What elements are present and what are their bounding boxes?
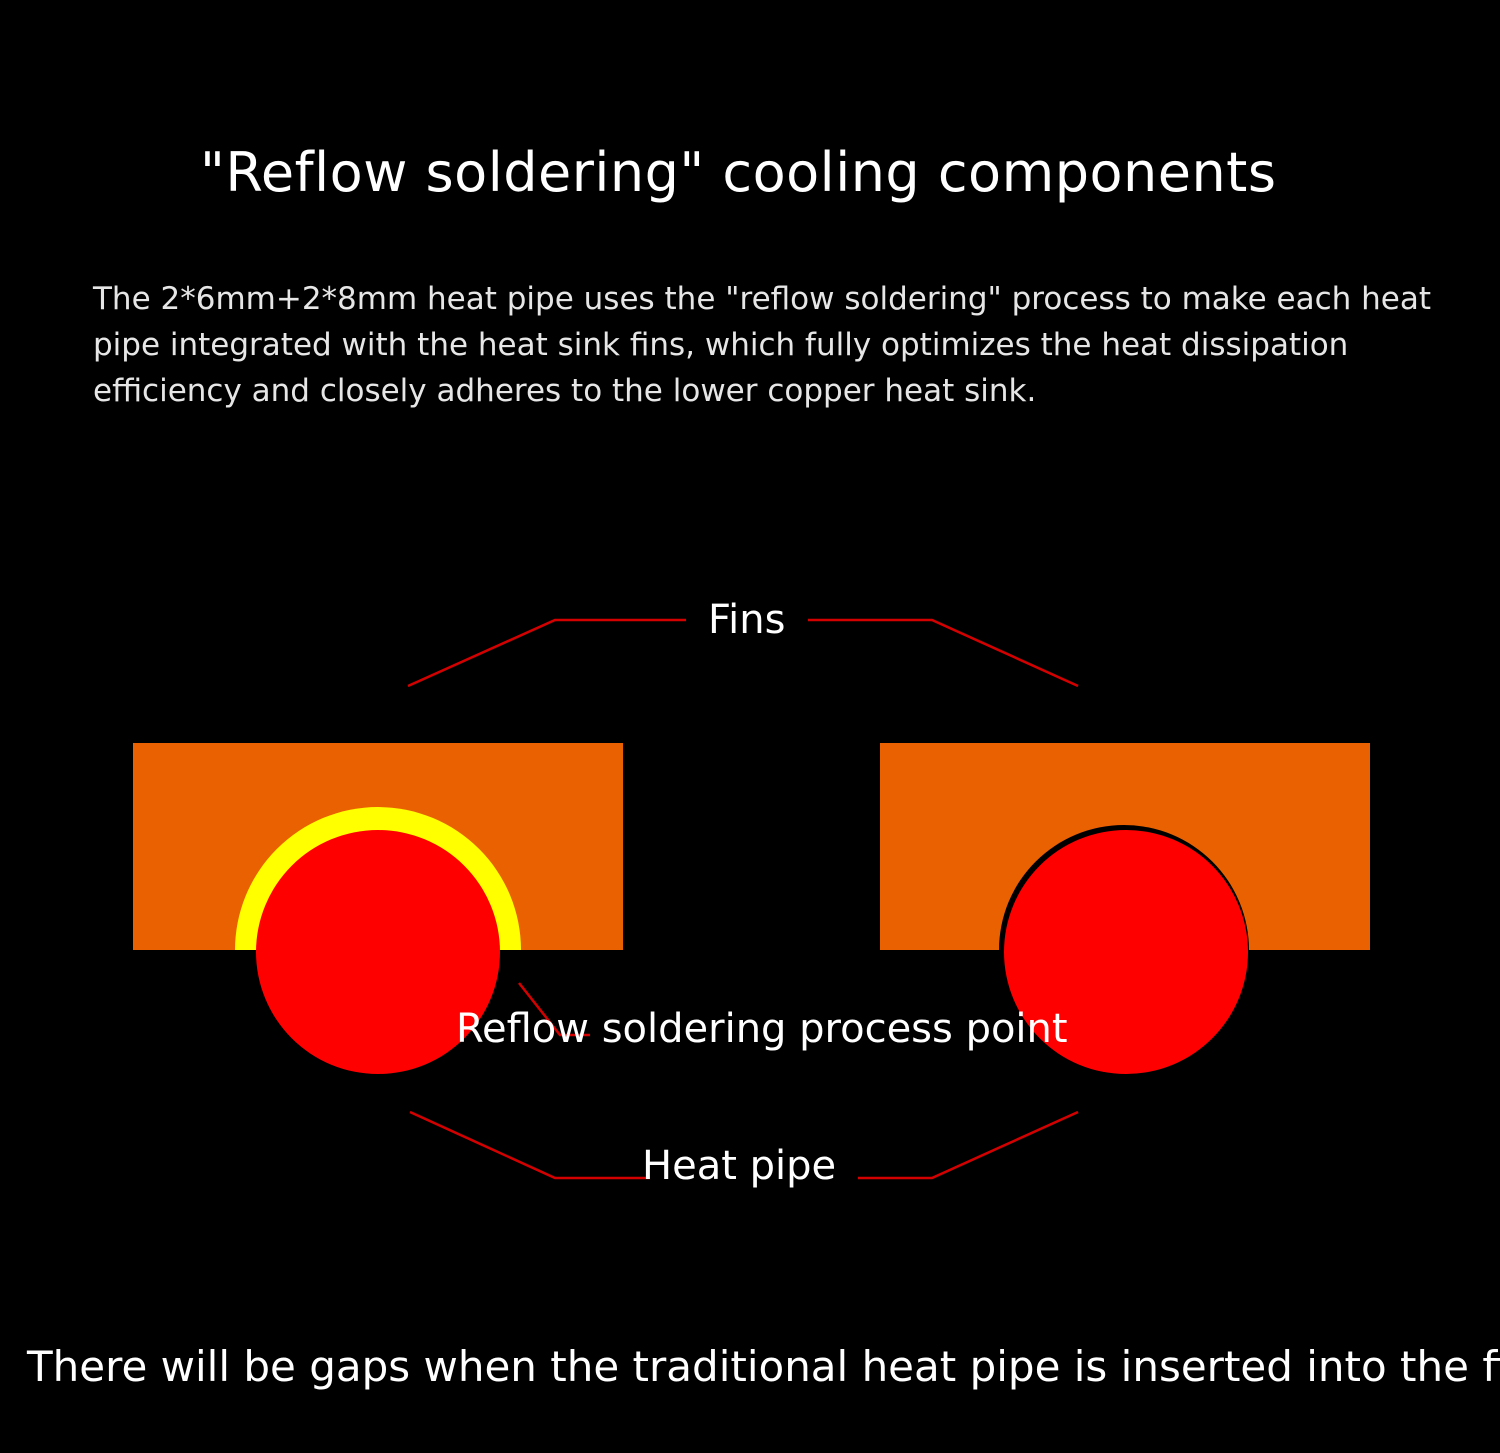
label-fins: Fins (708, 597, 786, 643)
heat-pipe-right (1004, 830, 1248, 1074)
reflow-leader-line (518, 982, 590, 1037)
description-text: The 2*6mm+2*8mm heat pipe uses the "refl… (93, 281, 1432, 409)
heat-pipe-leader-line-right (858, 1110, 1079, 1180)
fins-leader-line-right (808, 618, 1079, 688)
heat-pipe-leader-line-left (409, 1110, 650, 1180)
label-reflow-point: Reflow soldering process point (456, 1006, 1068, 1052)
fins-leader-line-left (407, 618, 686, 688)
page-title: "Reflow soldering" cooling components (200, 141, 1277, 204)
label-heat-pipe: Heat pipe (642, 1143, 837, 1189)
heat-pipe-left (256, 830, 500, 1074)
heat-pipe-diagram (133, 618, 1370, 1180)
footer-caption: There will be gaps when the traditional … (27, 1342, 1500, 1391)
